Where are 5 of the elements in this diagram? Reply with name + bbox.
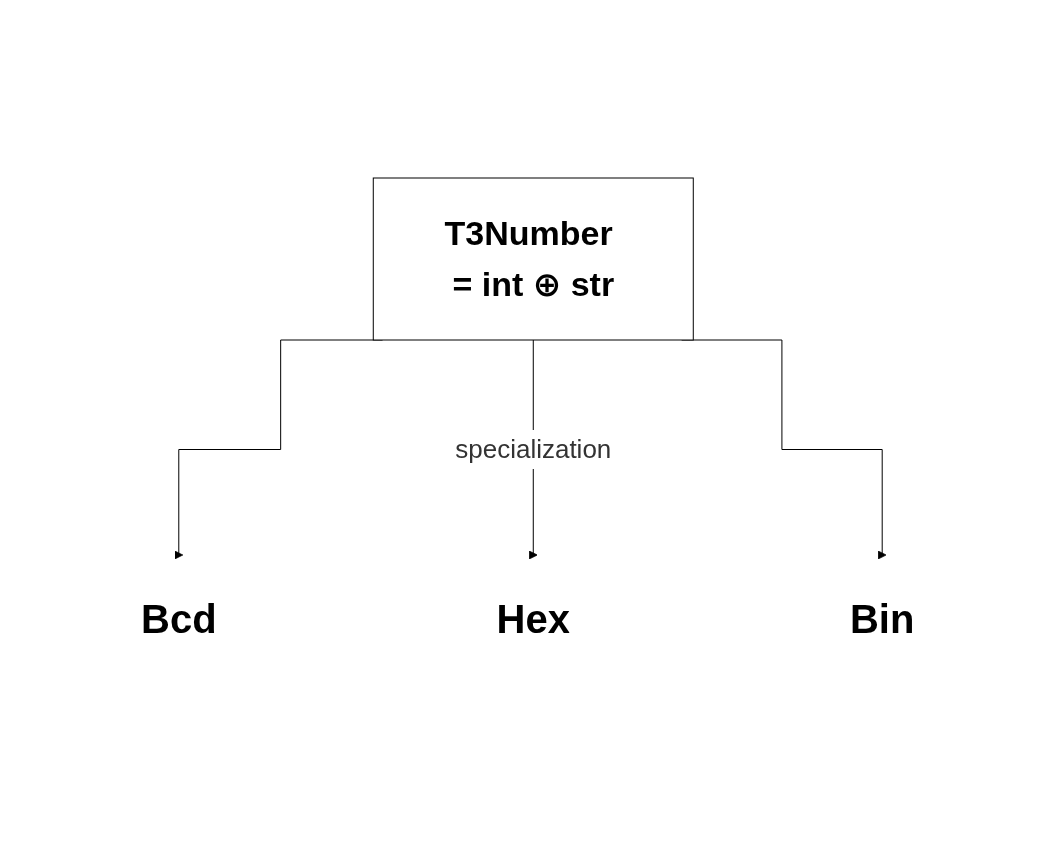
node-text: Bin <box>850 596 915 641</box>
node-text: Bcd <box>141 596 217 641</box>
node-text: Hex <box>496 596 571 641</box>
edge-label: specialization <box>455 433 612 464</box>
node-box: T3Number = int ⊕ str <box>373 177 695 340</box>
